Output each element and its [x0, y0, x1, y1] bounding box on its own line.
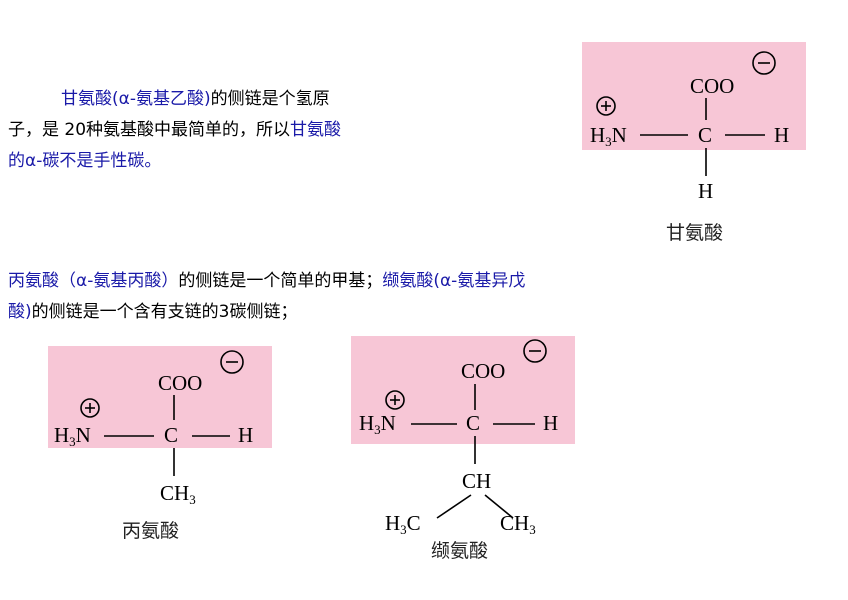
valine-hydrogen-right: H [543, 411, 558, 435]
glycine-term-2: 甘氨酸 [290, 120, 342, 140]
glycine-carboxylate-label: COO [690, 74, 734, 98]
glycine-structure: COO H3N C H H 甘氨酸 [582, 42, 806, 244]
alanine-term: 丙氨酸（α-氨基丙酸） [8, 271, 179, 291]
positive-charge-icon [596, 96, 616, 116]
paragraph2-line2: 酸)的侧链是一个含有支链的3碳侧链； [8, 297, 844, 328]
paragraph-glycine-line1: 甘氨酸(α-氨基乙酸)的侧链是个氢原 [8, 84, 568, 115]
valine-caption: 缬氨酸 [431, 540, 488, 562]
alanine-alpha-carbon: C [164, 423, 178, 447]
glycine-caption: 甘氨酸 [666, 222, 723, 244]
valine-carboxylate-label: COO [461, 359, 505, 383]
alanine-caption: 丙氨酸 [122, 520, 179, 542]
paragraph-glycine-line2: 子，是 20种氨基酸中最简单的，所以甘氨酸 [8, 115, 568, 146]
positive-charge-icon [80, 398, 100, 418]
paragraph-glycine-line3: 的α-碳不是手性碳。 [8, 146, 568, 177]
glycine-amine-group: H3N [590, 123, 627, 149]
positive-charge-icon [385, 390, 405, 410]
glycine-hydrogen-bottom: H [698, 179, 713, 203]
glycine-hydrogen-right: H [774, 123, 789, 147]
negative-charge-icon [523, 339, 547, 363]
paragraph2-line1: 丙氨酸（α-氨基丙酸）的侧链是一个简单的甲基；缬氨酸(α-氨基异戊 [8, 266, 844, 297]
valine-description: 的侧链是一个含有支链的3碳侧链； [31, 302, 298, 322]
valine-alpha-carbon: C [466, 411, 480, 435]
glycine-alpha-carbon: C [698, 123, 712, 147]
negative-charge-icon [752, 51, 776, 75]
valine-highlight-box [351, 336, 575, 444]
alanine-amine-group: H3N [54, 423, 91, 449]
alanine-description: 的侧链是一个简单的甲基； [178, 271, 383, 291]
alanine-methyl-group: CH3 [160, 481, 196, 507]
alanine-hydrogen-right: H [238, 423, 253, 447]
valine-methine-group: CH [462, 469, 491, 493]
valine-term-end: 酸) [8, 302, 32, 322]
negative-charge-icon [220, 350, 244, 374]
valine-amine-group: H3N [359, 411, 396, 437]
paragraph-alanine-valine: 丙氨酸（α-氨基丙酸）的侧链是一个简单的甲基；缬氨酸(α-氨基异戊 酸)的侧链是… [8, 266, 844, 328]
valine-term: 缬氨酸(α-氨基异戊 [382, 271, 526, 291]
valine-structure: COO H3N C H CH H3C CH3 缬氨酸 [351, 336, 575, 562]
alanine-structure: COO H3N C H CH3 丙氨酸 [48, 346, 272, 542]
paragraph-glycine: 甘氨酸(α-氨基乙酸)的侧链是个氢原 子，是 20种氨基酸中最简单的，所以甘氨酸… [8, 84, 568, 177]
valine-methyl-right: CH3 [500, 511, 536, 537]
glycine-line1-text: 的侧链是个氢原 [210, 89, 330, 109]
glycine-line3-text: 的α-碳不是手性碳。 [8, 151, 162, 171]
valine-bond-branch-right [484, 494, 514, 519]
glycine-term: 甘氨酸(α-氨基乙酸) [61, 89, 211, 109]
valine-methyl-left: H3C [385, 511, 421, 537]
alanine-carboxylate-label: COO [158, 371, 202, 395]
glycine-highlight-box [582, 42, 806, 150]
valine-bond-branch-left [436, 494, 472, 519]
glycine-line2-text: 子，是 20种氨基酸中最简单的，所以 [8, 120, 291, 140]
alanine-highlight-box [48, 346, 272, 448]
